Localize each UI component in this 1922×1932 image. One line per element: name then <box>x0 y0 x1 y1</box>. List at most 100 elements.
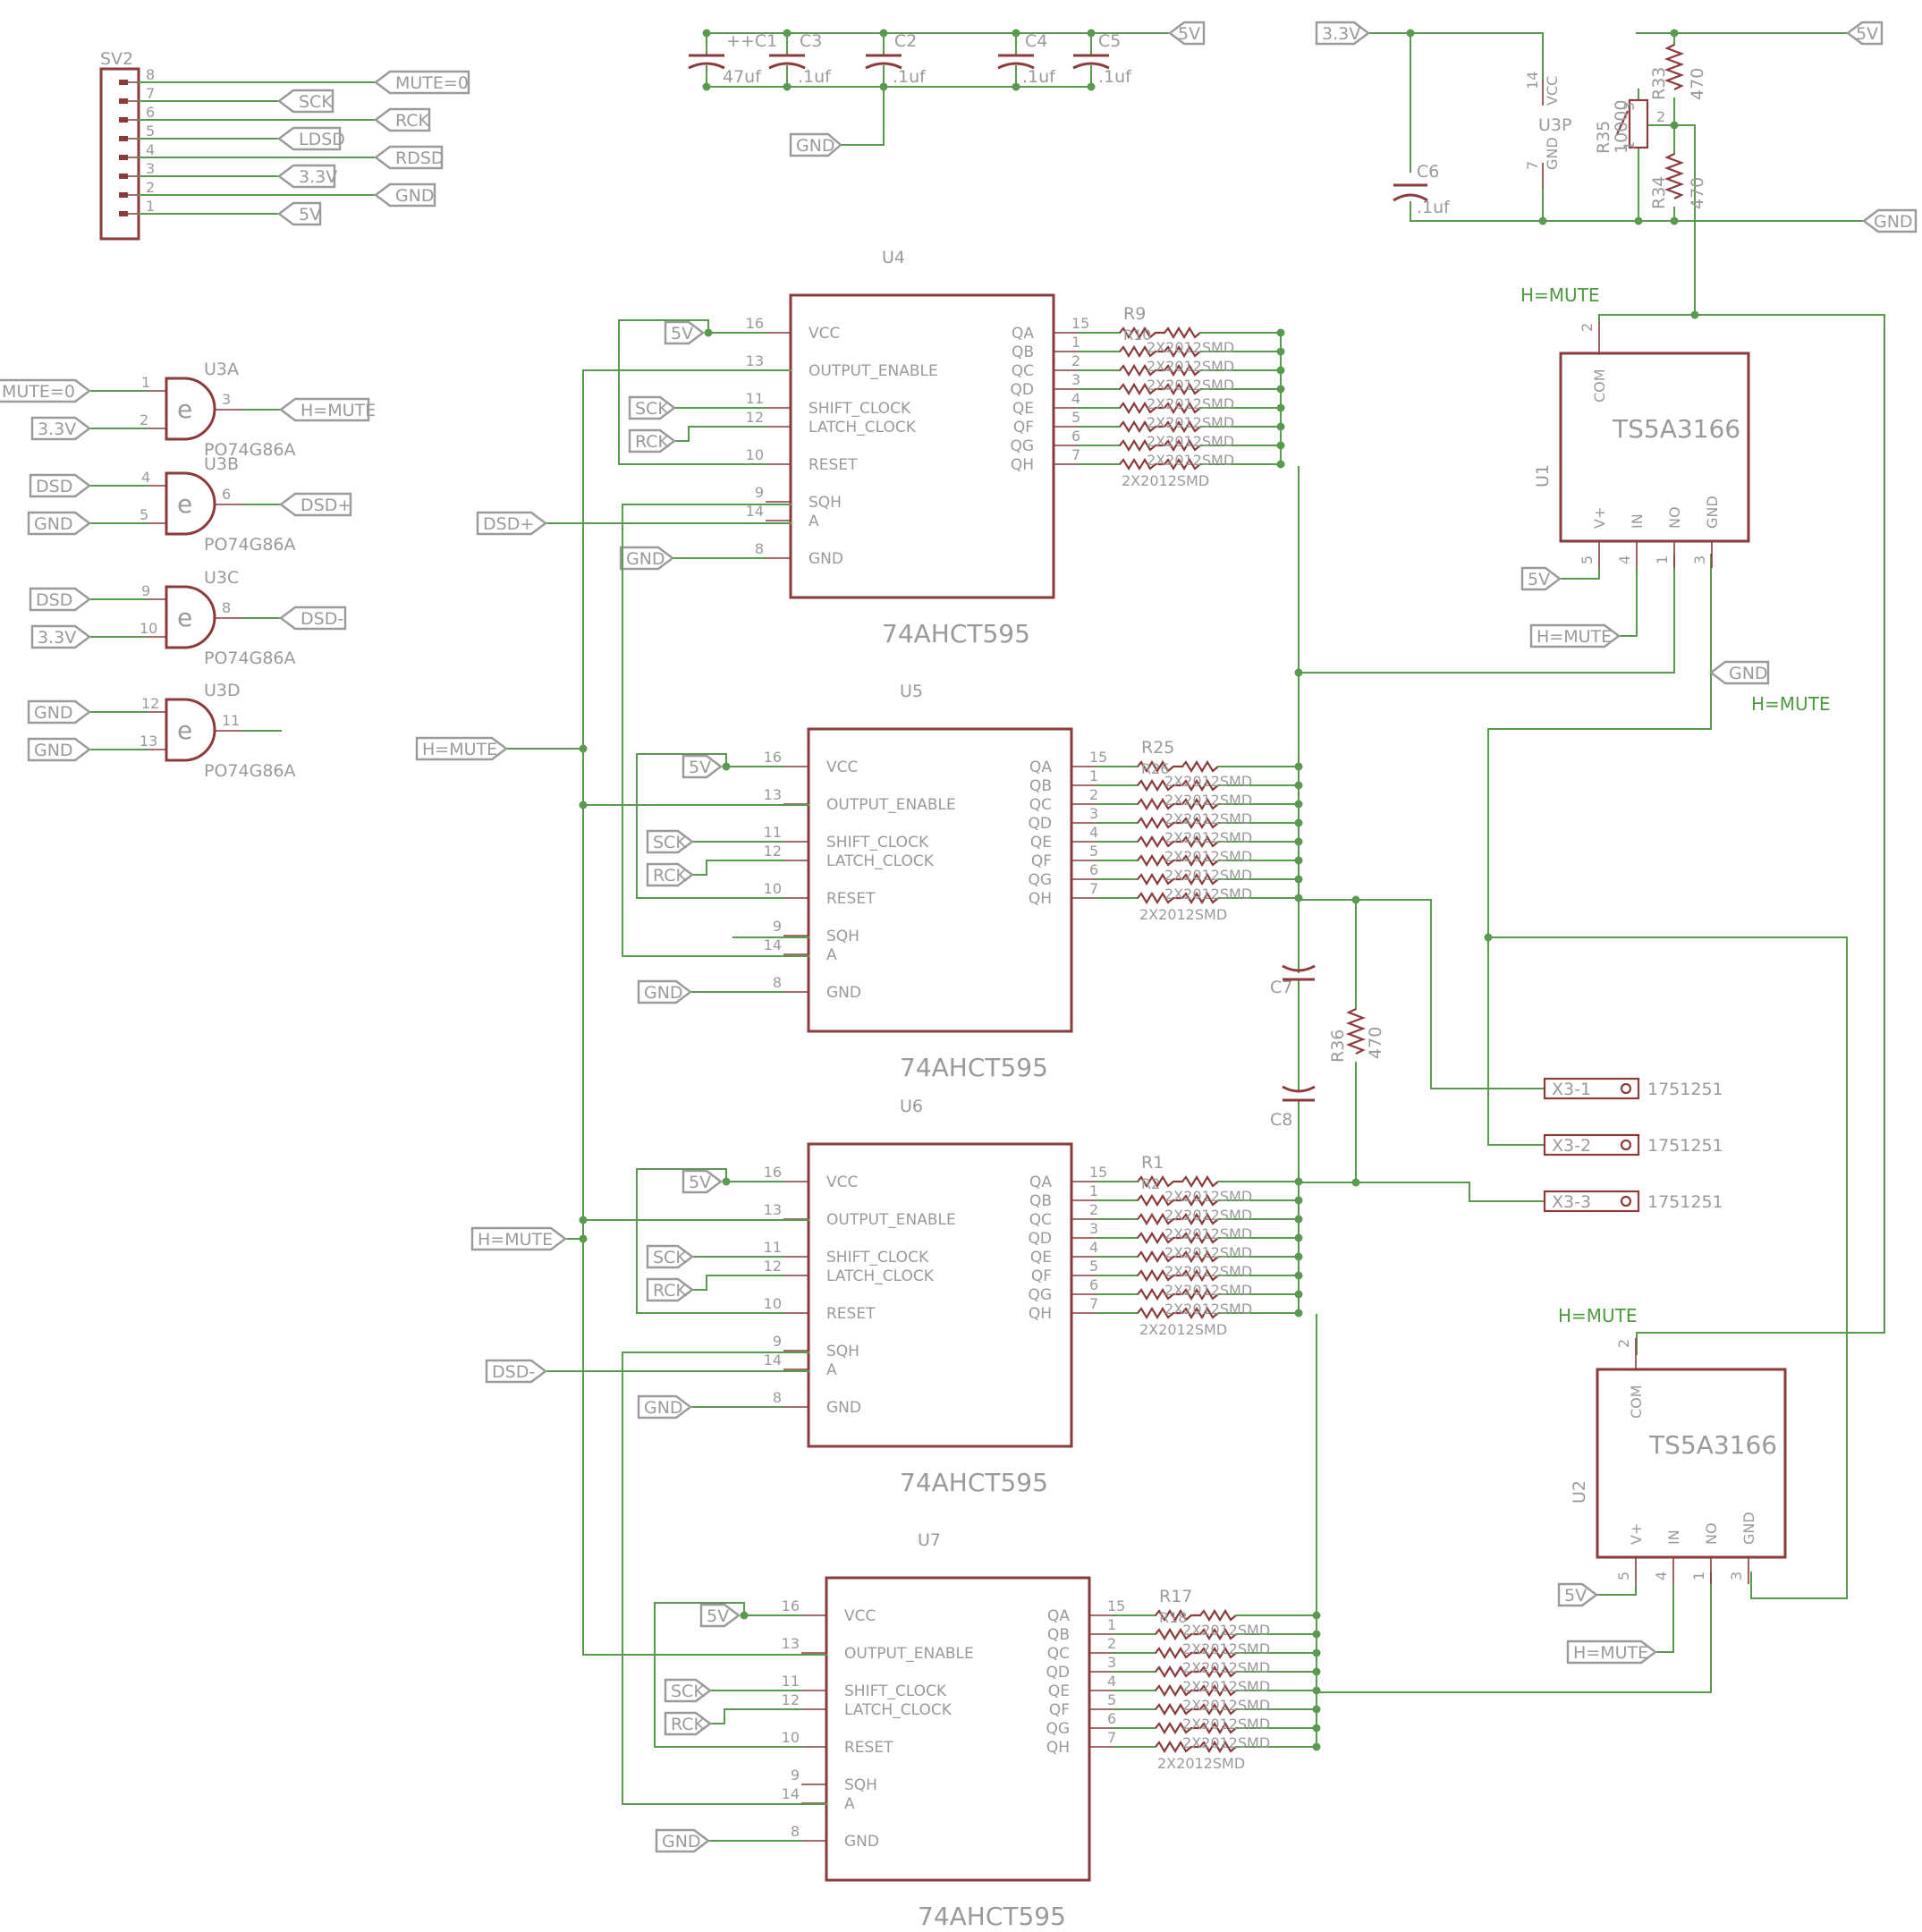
c5-value: .1uf <box>1098 67 1132 87</box>
svg-text:U3B: U3B <box>204 454 239 474</box>
pin-name: QF <box>1031 1267 1052 1285</box>
rck-flag: RCK <box>646 862 694 887</box>
gate-input-flag: DSD <box>29 473 91 498</box>
svg-text:3: 3 <box>1621 102 1638 111</box>
pin-number: 1 <box>1089 767 1098 784</box>
rnet-part-label: 2X2012SMD <box>1139 906 1227 923</box>
rck-flag: RCK <box>646 1277 694 1302</box>
supply-3v3-flag: 3.3V <box>1315 21 1370 46</box>
pin-name: GND <box>826 1399 861 1417</box>
svg-text:GND: GND <box>1544 137 1561 170</box>
svg-text:IN: IN <box>1665 1530 1682 1545</box>
rnet-ref: R17 <box>1159 1587 1192 1606</box>
pin-name: RESET <box>826 1305 876 1323</box>
svg-text:1: 1 <box>1621 141 1638 150</box>
pin-name: LATCH_CLOCK <box>844 1701 953 1719</box>
resistor-network-element <box>1119 382 1201 396</box>
pin-number: 13 <box>764 786 782 803</box>
svg-text:5: 5 <box>1579 555 1596 564</box>
svg-text:COM: COM <box>1628 1385 1645 1419</box>
sv2-net-flag: 3.3V <box>277 164 337 189</box>
svg-text:V+: V+ <box>1591 507 1608 529</box>
r33-resistor <box>1664 44 1685 90</box>
pin-name: QD <box>1046 1664 1070 1682</box>
resistor-network-element <box>1137 872 1219 886</box>
gnd-flag: GND <box>619 546 674 571</box>
pin-name: QH <box>1011 456 1034 474</box>
pin-number: 12 <box>782 1691 800 1708</box>
sv2-pin-number: 6 <box>146 104 155 121</box>
svg-text:R33: R33 <box>1649 67 1669 100</box>
pin-name: LATCH_CLOCK <box>826 1267 935 1285</box>
c7-capacitor <box>1282 964 1316 981</box>
svg-text:5V: 5V <box>671 324 693 343</box>
c8-capacitor <box>1282 1085 1316 1102</box>
pin-number: 7 <box>1089 1295 1098 1312</box>
gate-input-flag: 3.3V <box>30 416 91 441</box>
pin-number: 6 <box>1107 1710 1116 1727</box>
pin-name: QD <box>1029 815 1052 833</box>
rnet-ref-second: R18 <box>1159 1609 1187 1626</box>
svg-text:H=MUTE: H=MUTE <box>301 401 376 420</box>
pin-name: QC <box>1029 796 1052 814</box>
svg-text:DSD: DSD <box>36 590 72 610</box>
svg-text:SCK: SCK <box>635 399 669 419</box>
pin-name: SHIFT_CLOCK <box>826 1249 929 1267</box>
rnet-ref: R1 <box>1141 1153 1164 1173</box>
resistor-network-element <box>1137 1212 1219 1226</box>
pin-name: QC <box>1029 1211 1052 1229</box>
c7-label: C7 <box>1270 978 1292 997</box>
pin-name: QG <box>1010 437 1034 455</box>
svg-text:MUTE=0: MUTE=0 <box>2 382 75 402</box>
svg-text:12: 12 <box>141 695 159 712</box>
svg-text:GND: GND <box>644 1398 683 1418</box>
shift-register-u4: U474AHCT59516VCC13OUTPUT_ENABLE11SHIFT_C… <box>618 248 1285 648</box>
pin-number: 13 <box>764 1201 782 1218</box>
c8-label: C8 <box>1270 1110 1292 1130</box>
svg-text:R36: R36 <box>1328 1030 1348 1063</box>
sv2-pin-number: 8 <box>146 66 155 83</box>
pin-number: 7 <box>1107 1729 1116 1746</box>
svg-text:GND: GND <box>644 983 683 1003</box>
rnet-part-label: 2X2012SMD <box>1182 1716 1270 1733</box>
r34-resistor <box>1664 153 1685 199</box>
vcc-5v-flag: 5V <box>682 1169 723 1194</box>
sv2-ref: SV2 <box>100 49 133 69</box>
bypass-capacitor <box>1072 54 1110 70</box>
svg-text:GND: GND <box>1740 1512 1757 1545</box>
rnet-ref: R25 <box>1141 738 1174 758</box>
svg-text:GND: GND <box>1729 664 1768 683</box>
svg-text:GND: GND <box>34 741 73 760</box>
svg-text:SCK: SCK <box>671 1682 705 1701</box>
u3p-label: U3P <box>1538 115 1571 135</box>
svg-text:2: 2 <box>140 411 148 428</box>
pin-name: SHIFT_CLOCK <box>809 400 911 418</box>
switch-ref: U2 <box>1570 1480 1589 1504</box>
resistor-network-element <box>1119 363 1201 377</box>
pin-number: 14 <box>764 936 782 953</box>
rnet-part-label: 2X2012SMD <box>1164 886 1252 902</box>
svg-text:DSD+: DSD+ <box>301 496 351 515</box>
svg-text:6: 6 <box>222 486 231 503</box>
svg-text:GND: GND <box>34 703 73 723</box>
svg-text:GND: GND <box>796 136 835 156</box>
rnet-ref: R9 <box>1123 304 1146 324</box>
vcc-5v-flag: 5V <box>682 754 723 779</box>
svg-text:COM: COM <box>1591 369 1608 402</box>
cap-5v-flag: 5V <box>1168 21 1206 46</box>
svg-text:470: 470 <box>1688 68 1707 100</box>
svg-text:3.3V: 3.3V <box>299 167 337 187</box>
svg-text:RCK: RCK <box>671 1715 706 1734</box>
svg-text:DSD+: DSD+ <box>483 514 534 534</box>
pin-number: 12 <box>764 843 782 860</box>
supply-5v-flag: 5V <box>1846 21 1884 46</box>
pin-name: SHIFT_CLOCK <box>826 834 929 852</box>
gate-input-flag: 3.3V <box>30 624 91 649</box>
pin-number: 9 <box>755 484 764 501</box>
resistor-network-element <box>1137 1250 1219 1264</box>
svg-text:DSD-: DSD- <box>492 1362 535 1382</box>
rnet-part-label: 2X2012SMD <box>1182 1659 1270 1676</box>
svg-text:5V: 5V <box>1178 24 1200 44</box>
